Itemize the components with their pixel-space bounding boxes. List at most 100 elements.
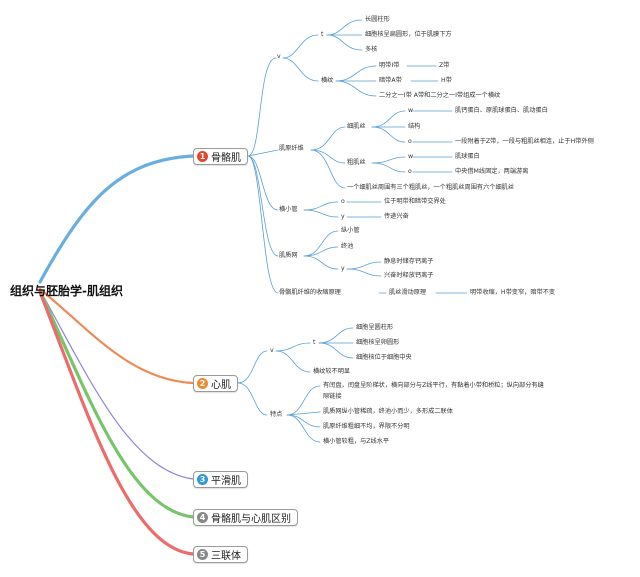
branch-line: [346, 261, 382, 270]
node-y[interactable]: y: [341, 213, 345, 220]
branch-line: [303, 246, 339, 257]
node-sliding-filament[interactable]: 肌丝滑动原理: [389, 289, 427, 296]
node-feature-item[interactable]: 肌原纤维粗细不均，界限不分明: [323, 423, 410, 430]
topic-skeletal-muscle[interactable]: 1 骨骼肌: [193, 148, 248, 165]
branch-line: [326, 19, 363, 36]
branch-line: [275, 342, 311, 352]
branch-line: [247, 155, 279, 257]
branch-line: [286, 385, 321, 416]
branch-line: [310, 149, 346, 164]
number-badge-1: 1: [197, 151, 208, 162]
node-t-tubule-location[interactable]: 位于明带和暗带交界处: [384, 198, 446, 205]
node-w[interactable]: w: [408, 153, 414, 160]
branch-line: [38, 289, 195, 519]
root-topic[interactable]: 组织与胚胎学-肌组织: [10, 284, 123, 298]
node-contraction-principle[interactable]: 骨骼肌纤维的收缩原理: [279, 289, 341, 296]
node-dark-band[interactable]: 暗带A带: [379, 77, 402, 84]
branch-line: [275, 350, 311, 373]
node-v-note[interactable]: 横纹较不明显: [313, 368, 351, 375]
topic-label: 骨骼肌与心肌区别: [211, 514, 291, 525]
node-sliding-result[interactable]: 明带收缩，H带变窄，暗带不变: [470, 289, 556, 296]
node-thin-position[interactable]: 一段附着于Z带，一段与粗肌丝相连，止于H带外侧: [455, 138, 594, 145]
node-bright-band[interactable]: 明带I带: [379, 62, 400, 69]
branch-line: [371, 156, 406, 164]
topic-label: 三联体: [211, 551, 241, 562]
node-t-tubule-function[interactable]: 传递兴奋: [384, 213, 409, 220]
branch-line: [310, 126, 346, 151]
node-terminal-cisterna[interactable]: 终池: [341, 243, 354, 250]
node-t[interactable]: t: [321, 31, 324, 38]
node-structure[interactable]: 结构: [408, 123, 421, 130]
topic-label: 心肌: [211, 380, 231, 391]
number-badge-4: 4: [197, 512, 208, 523]
node-z-band[interactable]: Z带: [439, 62, 450, 69]
node-thick-filament[interactable]: 粗肌丝: [347, 159, 366, 166]
branch-line: [318, 342, 354, 359]
node-t-item[interactable]: 长圆柱形: [365, 16, 390, 23]
node-v[interactable]: v: [277, 53, 281, 60]
node-sr-rest[interactable]: 静息时储存钙离子: [384, 258, 434, 265]
branch-line: [247, 149, 279, 157]
node-t-item[interactable]: 细胞核呈卵圆形: [356, 339, 400, 346]
node-thick-position[interactable]: 中央借M线固定，两端游离: [455, 168, 529, 175]
number-badge-5: 5: [197, 549, 208, 560]
branch-line: [310, 149, 346, 189]
node-myofibril[interactable]: 肌原纤维: [279, 145, 304, 152]
branch-line: [237, 350, 268, 384]
node-o[interactable]: o: [408, 138, 412, 145]
node-o[interactable]: o: [341, 198, 345, 205]
node-thin-composition[interactable]: 肌钙蛋白、原肌球蛋白、肌动蛋白: [455, 107, 548, 114]
node-t-item[interactable]: 细胞呈圆柱形: [356, 324, 394, 331]
node-feature-item[interactable]: 肌质网纵小管稀疏，终池小而少，多形成二联体: [323, 408, 453, 415]
node-t[interactable]: t: [313, 339, 316, 346]
node-t-item[interactable]: 细胞核呈扁圆形，位于肌膜下方: [365, 31, 452, 38]
node-thin-filament[interactable]: 细肌丝: [347, 123, 366, 130]
node-w[interactable]: w: [408, 107, 414, 114]
node-longitudinal-tubule[interactable]: 纵小管: [341, 227, 360, 234]
node-hengwen-note[interactable]: 二分之一I带 A带和二分之一I带组成一个横纹: [379, 92, 501, 99]
node-sarcoplasmic-reticulum[interactable]: 肌质网: [279, 252, 298, 259]
topic-skeletal-vs-cardiac[interactable]: 4 骨骼肌与心肌区别: [193, 509, 298, 526]
node-feature-item[interactable]: 隙链接: [323, 393, 342, 400]
branch-line: [318, 327, 354, 344]
node-feature-item[interactable]: 有闰盘，闰盘呈阶梯状，横向部分与Z线平行，有黏着小带和桥粒；纵向部分有缝: [323, 382, 544, 389]
topic-smooth-muscle[interactable]: 3 平滑肌: [193, 471, 248, 488]
number-badge-2: 2: [197, 378, 208, 389]
branch-line: [335, 80, 377, 97]
node-v[interactable]: v: [270, 347, 274, 354]
topic-cardiac-muscle[interactable]: 2 心肌: [193, 375, 238, 392]
branch-line: [303, 230, 339, 257]
branch-line: [286, 411, 321, 416]
node-o[interactable]: o: [408, 168, 412, 175]
branch-line: [38, 154, 195, 284]
branch-line: [303, 209, 339, 218]
branch-line: [335, 65, 377, 82]
node-h-band[interactable]: H带: [441, 77, 452, 84]
node-sr-excited[interactable]: 兴奋时释放钙离子: [384, 272, 434, 279]
branch-line: [39, 289, 194, 480]
node-feature-item[interactable]: 横小管较粗，与Z线水平: [323, 438, 390, 445]
node-y[interactable]: y: [341, 265, 345, 272]
branch-line: [282, 57, 319, 82]
branch-line: [247, 57, 277, 157]
branch-line: [303, 201, 339, 211]
number-badge-3: 3: [197, 474, 208, 485]
branch-line: [38, 290, 195, 556]
node-t-item[interactable]: 细胞核位于细胞中央: [356, 354, 412, 361]
topic-label: 平滑肌: [211, 476, 241, 487]
node-hengwen[interactable]: 横纹: [321, 77, 334, 84]
node-filament-note[interactable]: 一个细肌丝周围有三个粗肌丝，一个粗肌丝周围有六个细肌丝: [347, 184, 515, 191]
branch-line: [38, 287, 195, 385]
node-features[interactable]: 特点: [270, 411, 283, 418]
branch-line: [247, 155, 279, 294]
node-thick-composition[interactable]: 肌球蛋白: [455, 153, 480, 160]
branch-line: [326, 34, 363, 51]
topic-triad[interactable]: 5 三联体: [193, 546, 248, 563]
branch-line: [346, 268, 382, 277]
branch-line: [371, 110, 406, 128]
node-t-item[interactable]: 多核: [365, 46, 378, 53]
node-t-tubule[interactable]: 横小管: [279, 206, 298, 213]
branch-line: [371, 126, 406, 143]
